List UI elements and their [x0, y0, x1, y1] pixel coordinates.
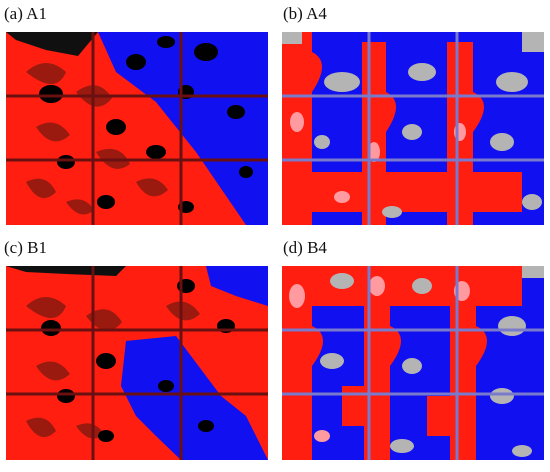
image-b1: [6, 266, 268, 460]
caption-c: (c) B1: [4, 238, 47, 257]
caption-d: (d) B4: [283, 238, 327, 257]
image-b4: [282, 266, 544, 460]
image-a1: [6, 32, 268, 225]
caption-a: (a) A1: [4, 4, 47, 23]
image-a4: [282, 32, 544, 225]
caption-b: (b) A4: [283, 4, 327, 23]
